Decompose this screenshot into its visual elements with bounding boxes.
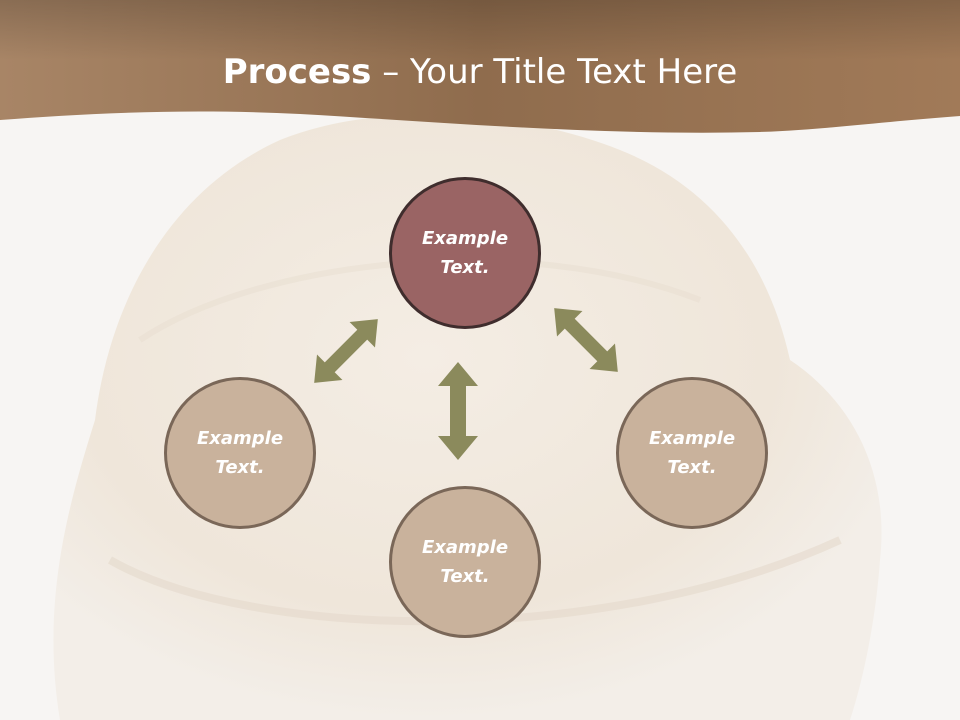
- arrow-top-left: [314, 319, 378, 383]
- ice-cream-scoop: [53, 114, 882, 720]
- header-band-shade: [0, 0, 960, 60]
- slide-title: Process – Your Title Text Here: [0, 52, 960, 92]
- process-node-left: Example Text.: [164, 377, 316, 529]
- process-node-bottom: Example Text.: [389, 486, 541, 638]
- arrow-top-right: [554, 308, 618, 372]
- process-node-top: Example Text.: [389, 177, 541, 329]
- arrow-top-bottom: [438, 362, 478, 460]
- connector-arrows: [314, 308, 618, 460]
- process-node-right: Example Text.: [616, 377, 768, 529]
- title-bold: Process: [222, 52, 372, 92]
- title-rest: – Your Title Text Here: [371, 52, 738, 92]
